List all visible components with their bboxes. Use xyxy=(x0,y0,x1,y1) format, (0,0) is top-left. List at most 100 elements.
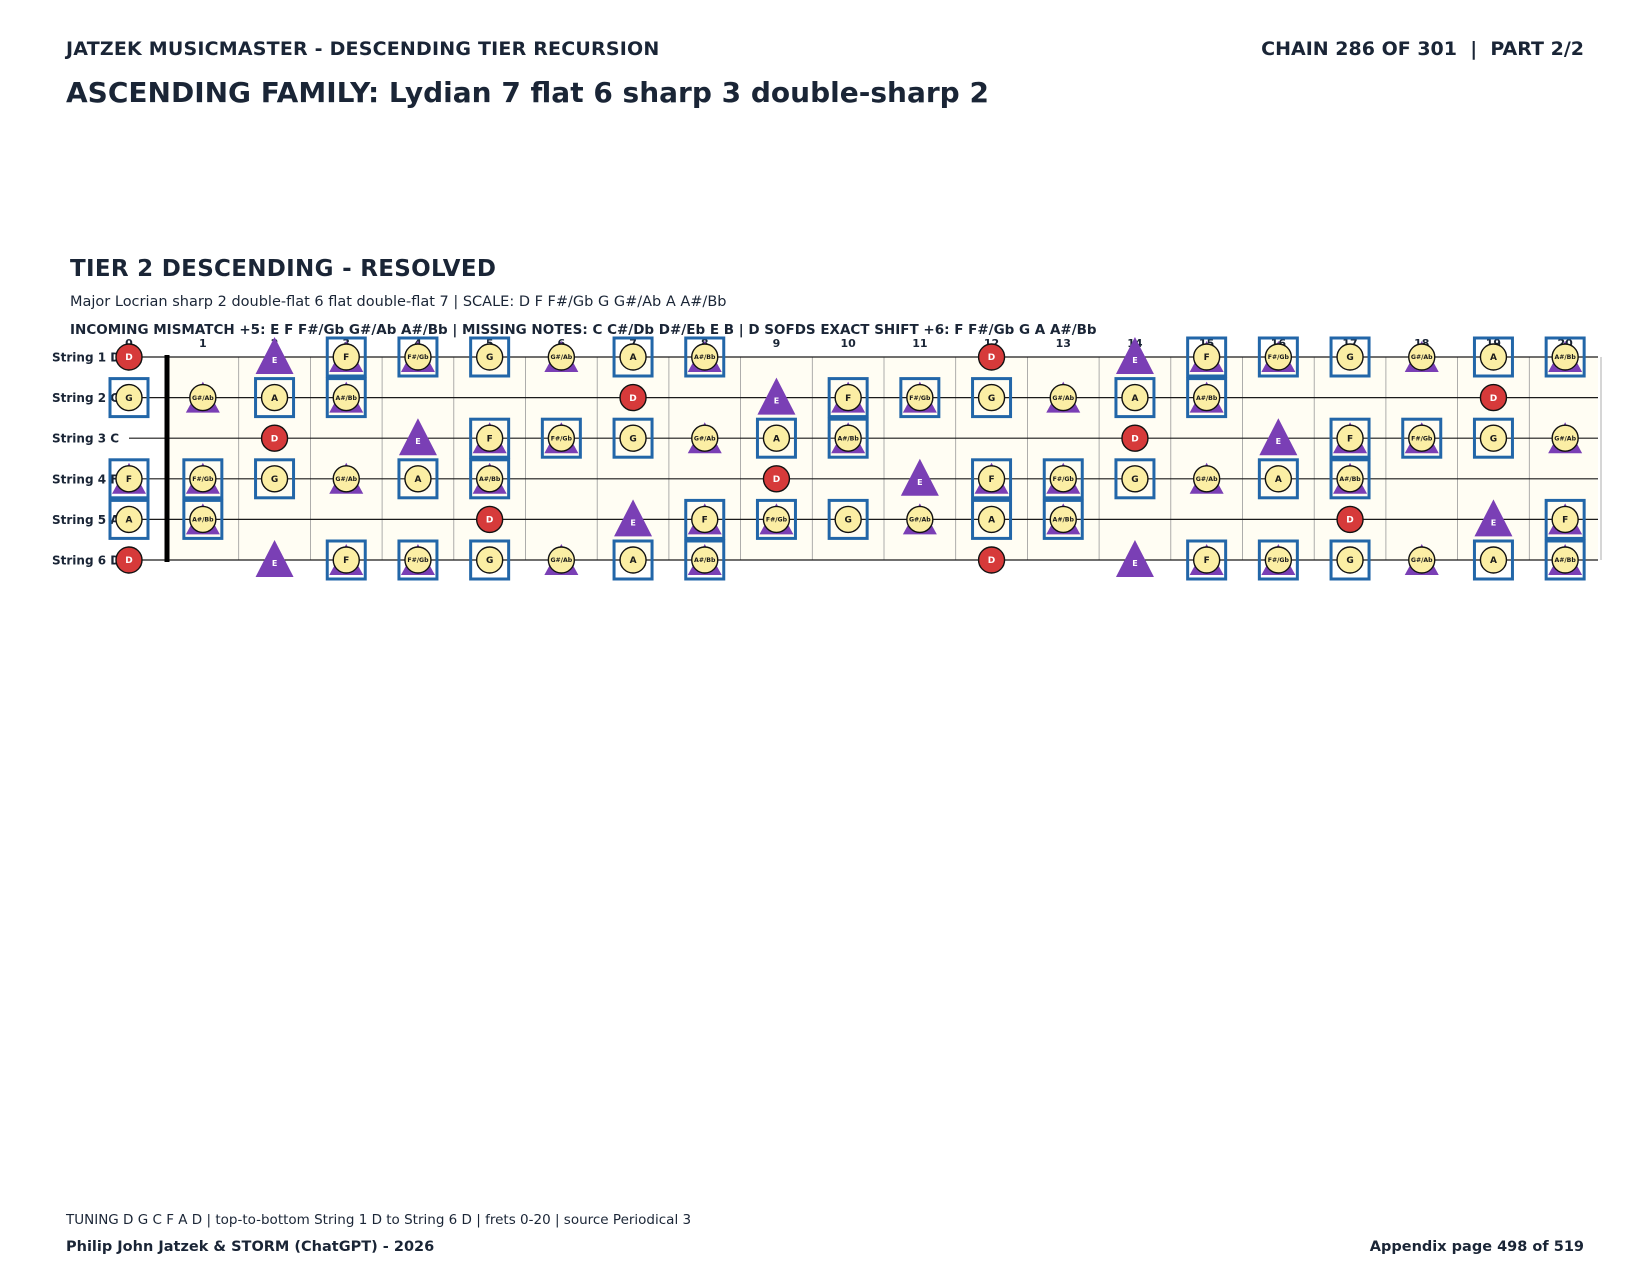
scale-note-marker xyxy=(547,343,576,371)
shift-square xyxy=(971,498,1013,540)
note-label: D xyxy=(125,556,132,566)
scale-note-marker xyxy=(332,343,360,371)
note-label: D xyxy=(629,394,636,404)
shift-square xyxy=(1401,417,1443,459)
note-label: F xyxy=(126,475,132,485)
note-label: A#/Bb xyxy=(1554,354,1576,361)
note-label: F xyxy=(988,475,994,485)
scale-note-marker xyxy=(1336,546,1364,574)
scale-note-marker xyxy=(762,505,791,534)
shift-square xyxy=(1042,498,1084,540)
shift-square xyxy=(469,539,511,581)
note-label: F xyxy=(343,556,349,566)
root-note-marker xyxy=(260,424,289,452)
scale-note-marker xyxy=(260,465,289,493)
shift-square xyxy=(971,377,1013,419)
note-label: A#/Bb xyxy=(1339,476,1361,483)
shift-square xyxy=(182,458,224,500)
note-label: G xyxy=(486,556,493,566)
scale-note-marker xyxy=(1192,546,1221,574)
scale-note-marker xyxy=(1049,383,1077,412)
scale-note-marker xyxy=(332,546,360,574)
scale-note-marker xyxy=(475,546,504,574)
note-label: G xyxy=(486,353,493,363)
scale-note-marker xyxy=(332,383,360,412)
note-label: A#/Bb xyxy=(837,435,859,442)
shift-square xyxy=(254,377,296,419)
scale-note-marker xyxy=(977,505,1006,534)
shift-square xyxy=(1042,458,1084,500)
root-note-marker xyxy=(1336,505,1364,534)
note-label: G#/Ab xyxy=(335,476,357,483)
shift-square xyxy=(1329,539,1371,581)
string-label: String 6 D xyxy=(52,554,120,568)
fret-number: 1 xyxy=(199,337,207,350)
note-label: G xyxy=(125,394,132,404)
note-label: A#/Bb xyxy=(1053,517,1075,524)
note-label: A xyxy=(271,394,278,404)
fret-number: 10 xyxy=(840,337,856,350)
scale-note-marker xyxy=(189,465,217,493)
root-note-marker xyxy=(1121,424,1149,452)
shift-square xyxy=(108,458,150,500)
note-label: F#/Gb xyxy=(551,435,573,442)
shift-square xyxy=(1257,539,1299,581)
scale-note-marker xyxy=(1049,465,1077,493)
scale-note-marker xyxy=(1479,343,1508,371)
scale-note-marker xyxy=(404,343,432,371)
note-label: F xyxy=(1204,353,1210,363)
scale-note-marker xyxy=(977,465,1006,493)
shift-square xyxy=(1472,539,1514,581)
note-label: D xyxy=(486,516,493,526)
scale-note-marker xyxy=(619,343,647,371)
shift-square xyxy=(827,498,869,540)
shift-square xyxy=(1186,336,1228,378)
shift-square xyxy=(684,539,726,581)
note-label: G xyxy=(1131,475,1138,485)
note-label: F xyxy=(1562,516,1568,526)
string-label: String 3 C xyxy=(52,432,119,446)
note-label: G#/Ab xyxy=(1411,557,1433,564)
mismatch-triangle xyxy=(398,418,437,456)
scale-note-marker xyxy=(1408,343,1436,371)
scale-note-marker xyxy=(691,424,719,452)
shift-square xyxy=(182,498,224,540)
note-label: A#/Bb xyxy=(1196,395,1218,402)
scale-note-marker xyxy=(547,546,576,574)
note-label: D xyxy=(125,353,132,363)
scale-note-marker xyxy=(1264,343,1293,371)
note-label: G#/Ab xyxy=(1052,395,1074,402)
note-label: F#/Gb xyxy=(1268,557,1290,564)
mismatch-triangle xyxy=(255,540,294,577)
scale-note-marker xyxy=(834,505,862,534)
mismatch-triangle xyxy=(1259,418,1298,456)
page-title: ASCENDING FAMILY: Lydian 7 flat 6 sharp … xyxy=(66,76,989,109)
string-label: String 5 A xyxy=(52,513,120,527)
tier-title: TIER 2 DESCENDING - RESOLVED xyxy=(70,256,497,282)
scale-note-marker xyxy=(475,465,504,493)
note-label: F xyxy=(702,516,708,526)
scale-note-marker xyxy=(834,383,862,412)
shift-square xyxy=(325,539,367,581)
note-label: F#/Gb xyxy=(1268,354,1290,361)
scale-note-marker xyxy=(762,424,791,452)
shift-square xyxy=(1114,377,1156,419)
root-note-marker xyxy=(762,465,791,493)
shift-square xyxy=(469,336,511,378)
note-label: F xyxy=(1204,556,1210,566)
scale-note-marker xyxy=(1551,546,1579,574)
fretboard-background xyxy=(167,357,1598,560)
shift-square xyxy=(971,458,1013,500)
scale-note-marker xyxy=(1264,465,1293,493)
scale-note-marker xyxy=(1264,546,1293,574)
scale-note-marker xyxy=(1192,465,1221,493)
scale-note-marker xyxy=(619,546,647,574)
note-label: G#/Ab xyxy=(1554,435,1576,442)
note-label: G xyxy=(988,394,995,404)
scale-note-marker xyxy=(404,546,432,574)
scale-note-marker xyxy=(475,424,504,452)
footer-page-number: Appendix page 498 of 519 xyxy=(1369,1239,1584,1255)
shift-square xyxy=(254,458,296,500)
shift-square xyxy=(827,377,869,419)
